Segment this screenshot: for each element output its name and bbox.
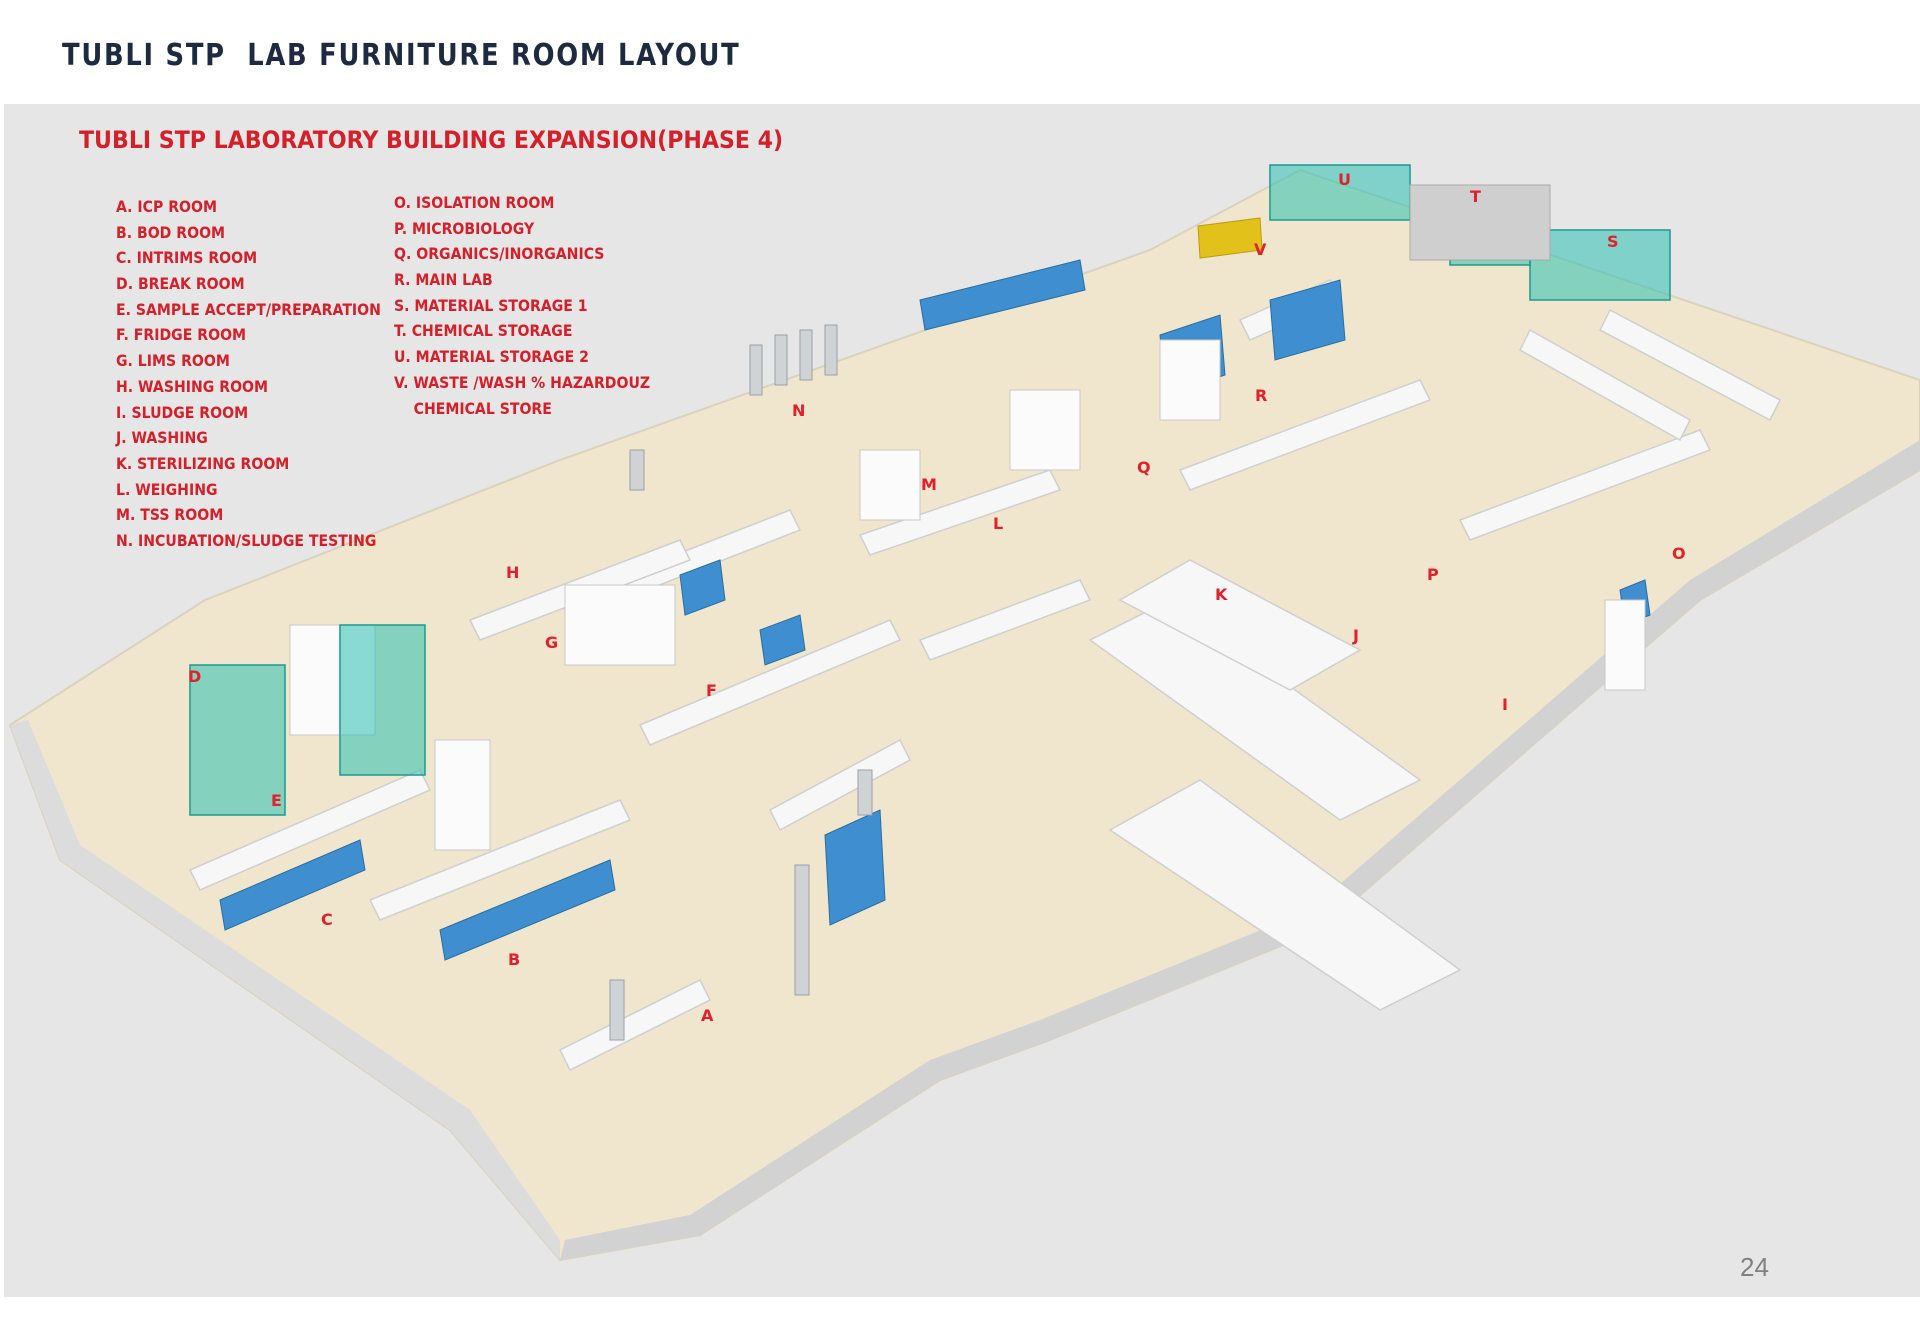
- legend-item: M. TSS ROOM: [116, 505, 224, 525]
- room-label-e: E: [271, 791, 282, 810]
- legend-item: A. ICP ROOM: [116, 197, 217, 216]
- legend-item: B. BOD ROOM: [116, 222, 226, 242]
- legend-item: H. WASHING ROOM: [116, 376, 269, 396]
- legend-item: J. WASHING: [116, 428, 208, 448]
- room-label-t: T: [1470, 187, 1481, 206]
- room-label-f: F: [706, 681, 717, 700]
- room-label-c: C: [321, 910, 333, 929]
- legend-item: I. SLUDGE ROOM: [116, 402, 249, 422]
- legend-item: R. MAIN LAB: [394, 270, 493, 290]
- legend-item: U. MATERIAL STORAGE 2: [394, 347, 589, 367]
- legend-item: Q. ORGANICS/INORGANICS: [394, 244, 605, 264]
- page-number: 24: [1740, 1252, 1769, 1282]
- room-label-v: V: [1254, 240, 1267, 259]
- room-label-i: I: [1502, 695, 1508, 714]
- legend-item: K. STERILIZING ROOM: [116, 453, 290, 473]
- room-label-p: P: [1427, 565, 1439, 584]
- plan-title: TUBLI STP LABORATORY BUILDING EXPANSION(…: [79, 126, 784, 154]
- room-label-o: O: [1672, 544, 1686, 563]
- yellow-storage: [1197, 217, 1263, 259]
- legend-item: D. BREAK ROOM: [116, 274, 245, 294]
- legend-item: C. INTRIMS ROOM: [116, 248, 258, 268]
- room-label-n: N: [792, 401, 806, 420]
- room-label-l: L: [993, 514, 1004, 533]
- room-label-q: Q: [1137, 458, 1151, 477]
- lab-benches: [219, 259, 1651, 961]
- room-label-g: G: [545, 633, 559, 652]
- page-title: TUBLI STP LAB FURNITURE ROOM LAYOUT: [62, 38, 741, 73]
- room-label-u: U: [1338, 170, 1351, 189]
- room-label-h: H: [506, 563, 520, 582]
- legend-item: G. LIMS ROOM: [116, 351, 230, 371]
- room-label-r: R: [1255, 386, 1268, 405]
- legend-item: O. ISOLATION ROOM: [394, 193, 555, 212]
- room-label-k: K: [1215, 585, 1228, 604]
- legend-item: N. INCUBATION/SLUDGE TESTING: [116, 530, 377, 550]
- room-label-d: D: [188, 667, 202, 686]
- room-label-j: J: [1353, 626, 1359, 645]
- legend-item: E. SAMPLE ACCEPT/PREPARATION: [116, 299, 381, 319]
- legend-item: L. WEIGHING: [116, 479, 218, 499]
- storage-racks: [1409, 184, 1551, 261]
- exhaust-pipes: [609, 324, 873, 1041]
- room-legend-left: A. ICP ROOM B. BOD ROOM C. INTRIMS ROOM …: [116, 194, 417, 554]
- legend-item: T. CHEMICAL STORAGE: [394, 321, 573, 341]
- legend-item: P. MICROBIOLOGY: [394, 218, 535, 238]
- room-label-b: B: [508, 950, 521, 969]
- outer-wall-sw: [10, 720, 560, 1260]
- legend-item: S. MATERIAL STORAGE 1: [394, 295, 588, 315]
- legend-item: V. WASTE /WASH % HAZARDOUZ CHEMICAL STOR…: [394, 372, 651, 418]
- legend-item: F. FRIDGE ROOM: [116, 325, 247, 345]
- room-label-a: A: [701, 1006, 714, 1025]
- room-label-s: S: [1607, 232, 1619, 251]
- room-legend-right: O. ISOLATION ROOM P. MICROBIOLOGY Q. ORG…: [394, 190, 685, 421]
- room-label-m: M: [921, 475, 937, 494]
